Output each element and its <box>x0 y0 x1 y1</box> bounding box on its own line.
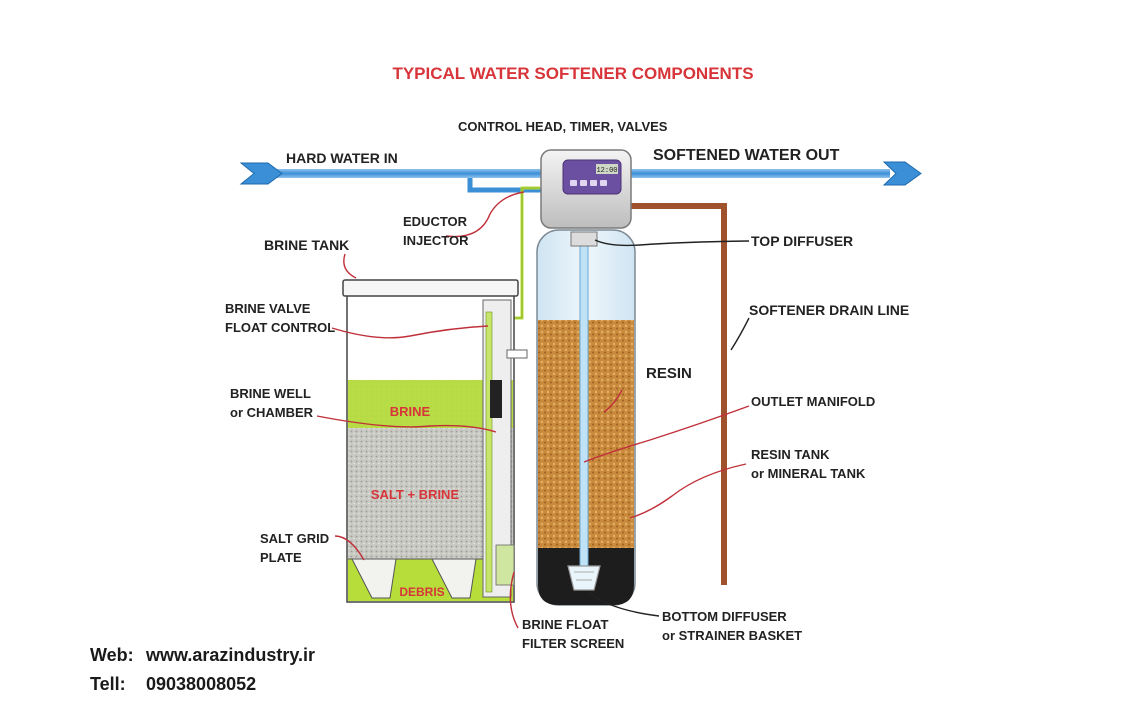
footer-web: Web: www.arazindustry.ir <box>90 645 315 666</box>
web-value: www.arazindustry.ir <box>146 645 316 665</box>
inlet-pipe <box>265 169 545 178</box>
label-outlet-manifold: OUTLET MANIFOLD <box>751 394 875 409</box>
label-resin: RESIN <box>646 365 692 382</box>
diagram-title: TYPICAL WATER SOFTENER COMPONENTS <box>392 64 753 83</box>
web-label: Web: <box>90 645 134 665</box>
black-leader-lines <box>587 239 750 617</box>
inlet-arrow <box>239 162 283 185</box>
tel-label: Tell: <box>90 674 126 694</box>
resin-tank <box>536 229 636 606</box>
label-brine-tank: BRINE TANK <box>264 237 349 253</box>
label-brine-valve-1: BRINE VALVE <box>225 301 311 316</box>
tel-value: 09038008052 <box>146 674 257 694</box>
control-head: 12:00 <box>540 149 632 229</box>
timer-display: 12:00 <box>596 167 617 175</box>
outlet-arrow <box>882 161 922 186</box>
label-resin-tank-2: or MINERAL TANK <box>751 466 866 481</box>
label-eductor-1: EDUCTOR <box>403 214 468 229</box>
label-resin-tank-1: RESIN TANK <box>751 447 830 462</box>
label-brine-float-2: FILTER SCREEN <box>522 636 624 651</box>
leader-lines <box>316 191 750 629</box>
label-brine-well-2: or CHAMBER <box>230 405 314 420</box>
label-softened-water-out: SOFTENED WATER OUT <box>653 147 840 164</box>
bypass-pipe <box>467 178 545 193</box>
zone-salt-brine: SALT + BRINE <box>371 487 460 502</box>
label-drain-line: SOFTENER DRAIN LINE <box>749 302 909 318</box>
label-salt-grid-1: SALT GRID <box>260 531 329 546</box>
zone-brine: BRINE <box>390 404 431 419</box>
label-brine-well-1: BRINE WELL <box>230 386 311 401</box>
label-bottom-diffuser-1: BOTTOM DIFFUSER <box>662 609 787 624</box>
label-brine-valve-2: FLOAT CONTROL <box>225 320 335 335</box>
label-eductor-2: INJECTOR <box>403 233 469 248</box>
label-salt-grid-2: PLATE <box>260 550 302 565</box>
label-hard-water-in: HARD WATER IN <box>286 150 398 166</box>
label-control-head: CONTROL HEAD, TIMER, VALVES <box>458 119 668 134</box>
brine-tank <box>342 279 528 603</box>
label-top-diffuser: TOP DIFFUSER <box>751 233 853 249</box>
label-brine-float-1: BRINE FLOAT <box>522 617 608 632</box>
drain-line-pipe <box>628 203 727 585</box>
zone-debris: DEBRIS <box>399 585 444 599</box>
label-bottom-diffuser-2: or STRAINER BASKET <box>662 628 802 643</box>
outlet-pipe <box>628 169 890 178</box>
footer-tel: Tell: 09038008052 <box>90 674 256 695</box>
